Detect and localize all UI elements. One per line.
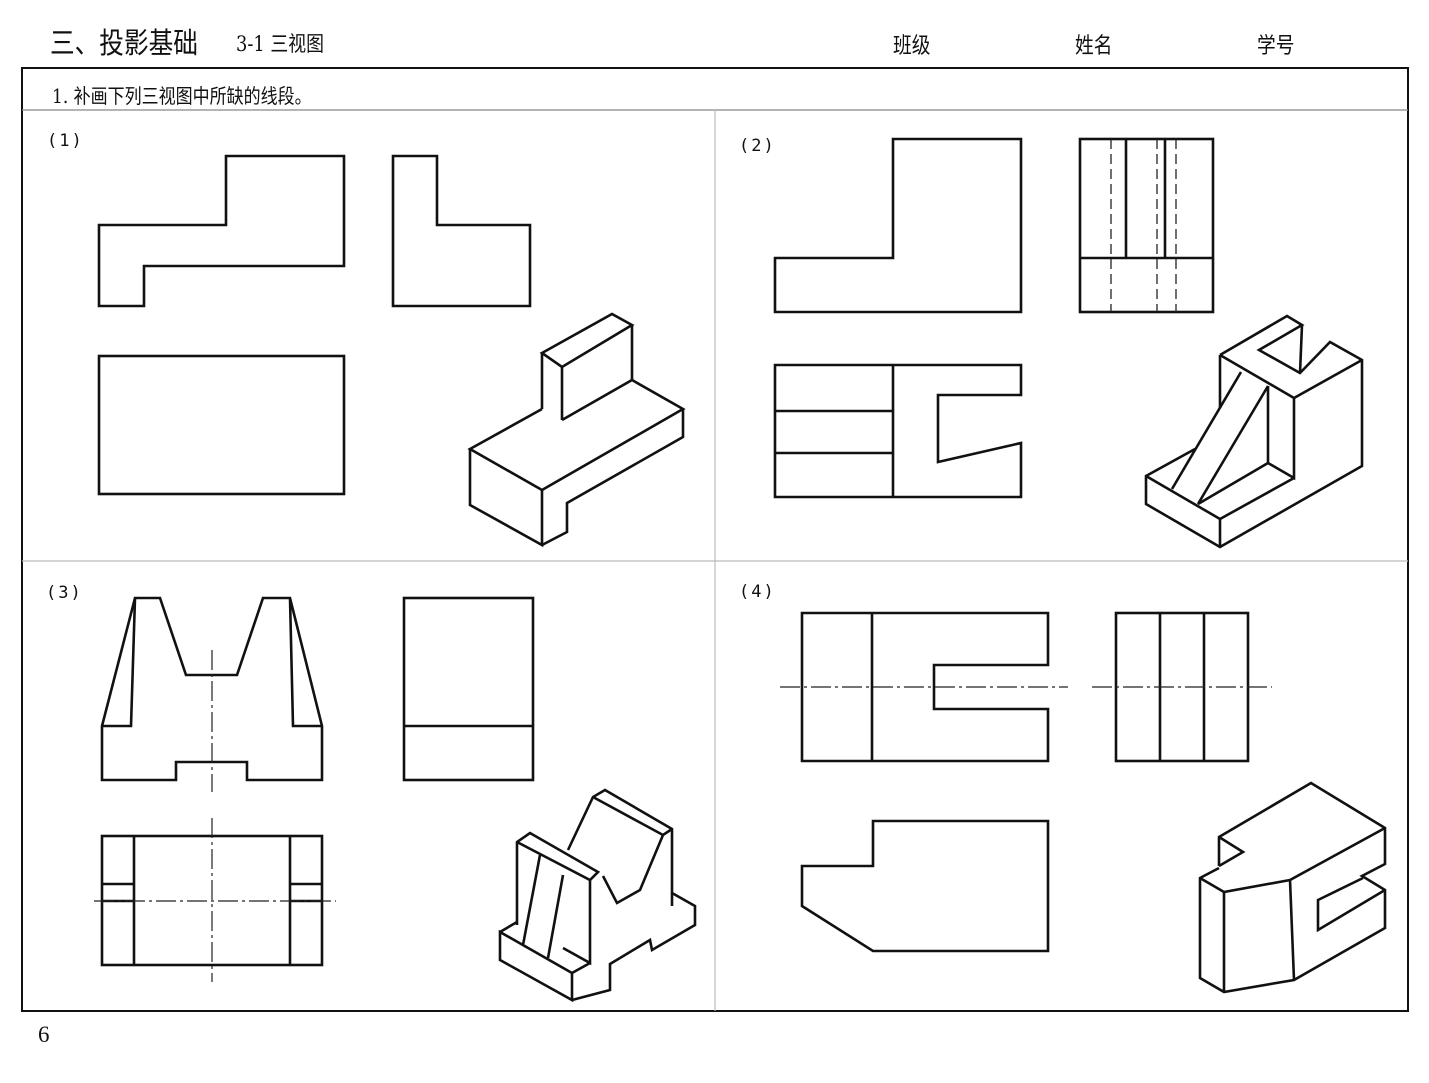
p1-side-view: [391, 154, 532, 308]
problem-label-4: (4): [739, 582, 776, 602]
problem-4-drawing: [780, 611, 1387, 994]
problem-label-1: (1): [47, 131, 84, 151]
problem-label-2: (2): [739, 136, 776, 156]
p2-side-view: [1078, 137, 1215, 314]
p3-front-view: [100, 596, 324, 792]
p3-top-view: [94, 818, 336, 982]
name-label: 姓名: [1075, 34, 1113, 59]
problem-1-drawing: [97, 154, 686, 548]
p2-front-view: [773, 137, 1023, 314]
p3-side-view: [402, 596, 535, 782]
problem-label-3: (3): [46, 583, 83, 603]
page-number: 6: [38, 1022, 50, 1047]
p1-top-view: [97, 354, 346, 496]
p2-top-view: [773, 363, 1023, 499]
p4-front-view: [780, 611, 1068, 763]
p2-isometric-view: [1144, 314, 1364, 549]
problem-2-drawing: [773, 137, 1364, 549]
student-id-label: 学号: [1257, 34, 1295, 59]
p1-front-view: [97, 154, 346, 308]
p3-isometric-view: [498, 788, 697, 1003]
exercise-instruction: 1. 补画下列三视图中所缺的线段。: [52, 84, 312, 108]
p4-top-view: [800, 819, 1050, 953]
section-title: 三、投影基础: [50, 26, 198, 60]
p4-side-view: [1092, 611, 1272, 763]
problem-3-drawing: [94, 596, 697, 1003]
p1-isometric-view: [467, 312, 686, 548]
class-label: 班级: [893, 34, 931, 59]
section-subtitle: 3-1 三视图: [236, 32, 324, 56]
p4-isometric-view: [1198, 781, 1387, 994]
